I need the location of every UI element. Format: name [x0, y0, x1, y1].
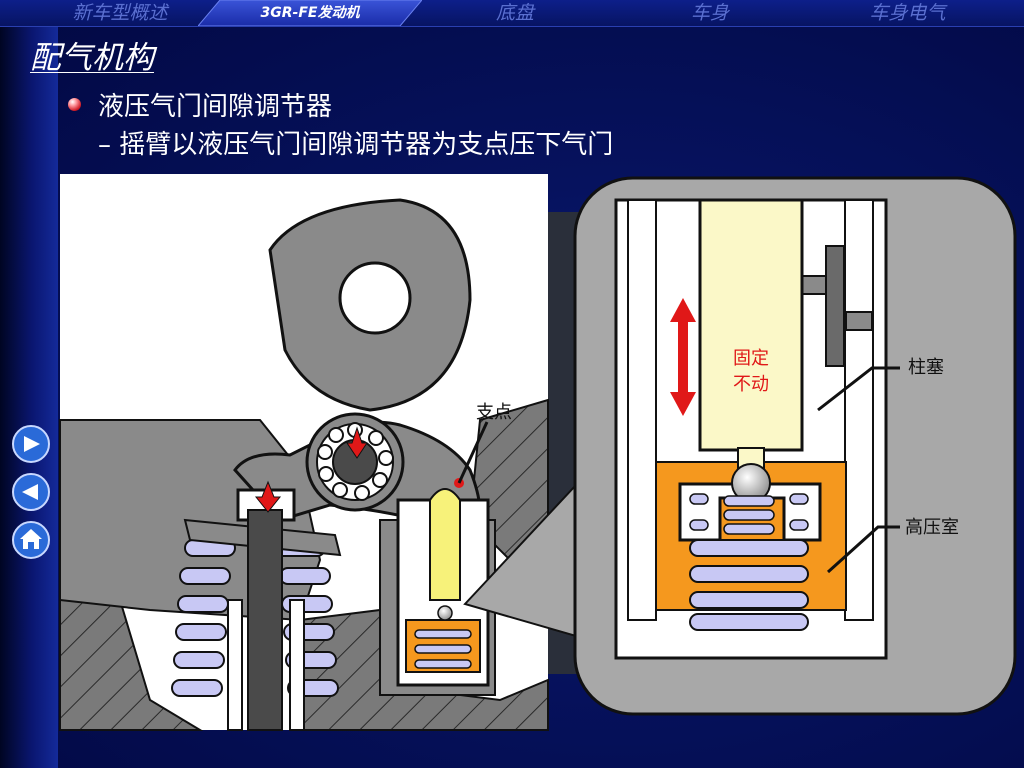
chamber-label: 高压室: [905, 517, 959, 538]
adjuster-detail: 固定 不动: [573, 176, 1017, 716]
nav-item-engine-label: 3GR-FE发动机: [260, 5, 360, 21]
double-arrow-icon: [670, 298, 696, 416]
content-subline: – 摇臂以液压气门间隙调节器为支点压下气门: [98, 130, 614, 160]
content-heading: 液压气门间隙调节器: [98, 92, 333, 122]
engine-cross-section: 支点: [59, 174, 549, 731]
nav-item-overview[interactable]: 新车型概述: [72, 2, 168, 24]
next-arrow-icon[interactable]: [11, 424, 51, 464]
home-icon[interactable]: [11, 520, 51, 560]
nav-item-chassis[interactable]: 底盘: [495, 2, 534, 24]
nav-item-body[interactable]: 车身: [690, 2, 729, 24]
nav-item-body-electrical[interactable]: 车身电气: [869, 2, 946, 24]
fixed-label-line2: 不动: [733, 374, 769, 395]
top-navigation: 新车型概述 3GR-FE发动机 底盘 车身 车身电气: [0, 0, 1024, 27]
fulcrum-label: 支点: [476, 402, 512, 423]
plunger-label: 柱塞: [908, 357, 944, 378]
left-sidebar: [0, 26, 58, 768]
bullet-icon: [68, 98, 81, 111]
nav-item-engine[interactable]: 3GR-FE发动机: [198, 0, 422, 26]
back-arrow-icon[interactable]: [11, 472, 51, 512]
fixed-label-line1: 固定: [733, 348, 769, 369]
active-tab-shape: [198, 0, 422, 26]
page-title: 配气机构: [30, 40, 154, 76]
